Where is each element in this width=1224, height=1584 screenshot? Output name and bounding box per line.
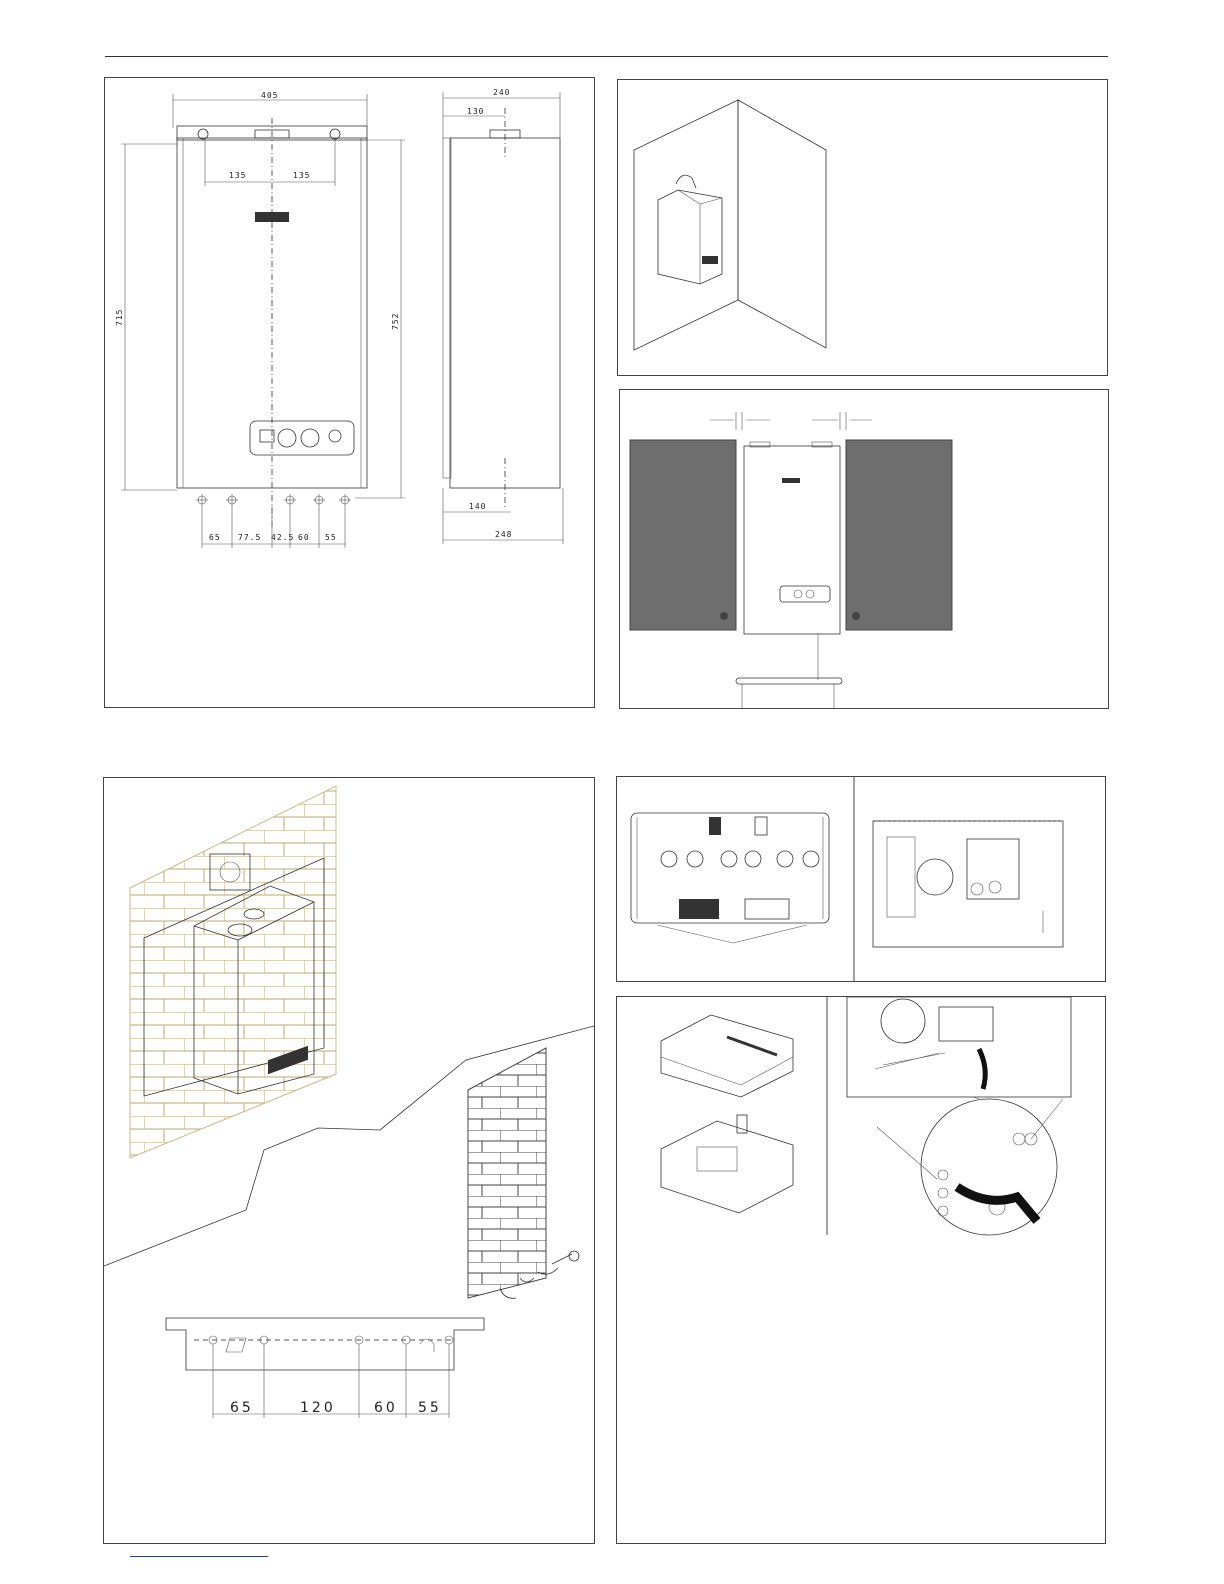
connection-points [196,494,351,506]
dim-half-right: 135 [293,171,310,180]
footer-link-underline[interactable] [130,1556,268,1557]
dim-offset-140: 140 [469,502,486,511]
wiring-area [847,997,1071,1097]
template-dim-3: 60 [374,1400,398,1416]
header-rule [105,56,1108,57]
corner-sketch [618,80,1107,375]
electrical-panel [616,996,1106,1544]
dim-spacing-3: 42.5 [271,533,294,542]
dim-half-left: 135 [229,171,246,180]
dim-height-715: 715 [115,309,124,326]
dim-spacing-2: 77.5 [238,533,261,542]
dim-offset-130: 130 [467,107,484,116]
brick-wall-small [468,1048,546,1298]
dim-depth-240: 240 [493,88,510,97]
mounting-diagram: 65 120 60 55 [104,778,594,1543]
furniture-below [736,678,842,684]
tap-symbol [420,1339,434,1352]
dim-spacing-1: 65 [209,533,221,542]
template-dim-2: 120 [300,1400,336,1416]
dimension-drawing-panel: 405 135 135 715 752 65 [104,77,595,708]
clearance-panel [619,389,1109,709]
wall-mounting-panel: 65 120 60 55 [103,777,595,1544]
corner-installation-panel [617,79,1108,376]
control-panel [250,421,354,455]
cabinet-left [630,440,736,630]
control-box-base [661,1121,793,1213]
cabinet-right [846,440,952,630]
internal-view-panel [616,776,1106,982]
dim-depth-248: 248 [495,530,512,539]
boiler-open-view [873,821,1063,947]
power-cable [957,1187,1037,1221]
template-dim-1: 65 [230,1400,254,1416]
dim-spacing-5: 55 [325,533,337,542]
internal-views [617,777,1105,981]
dimension-drawing: 405 135 135 715 752 65 [105,78,594,707]
dim-spacing-4: 60 [298,533,310,542]
dim-width-405: 405 [261,91,278,100]
template-dim-4: 55 [418,1400,442,1416]
control-box-cover [661,1015,793,1097]
wall-left [634,100,738,350]
boiler-sketch [658,190,722,284]
clearance-diagram [620,390,1108,708]
boiler-front-small [744,446,840,634]
wall-right [738,100,826,348]
brick-wall-main [130,786,336,1158]
electrical-diagram [617,997,1105,1543]
boiler-side-outline [450,138,560,488]
dim-height-752: 752 [391,313,400,330]
boiler-bottom-view [631,813,829,923]
